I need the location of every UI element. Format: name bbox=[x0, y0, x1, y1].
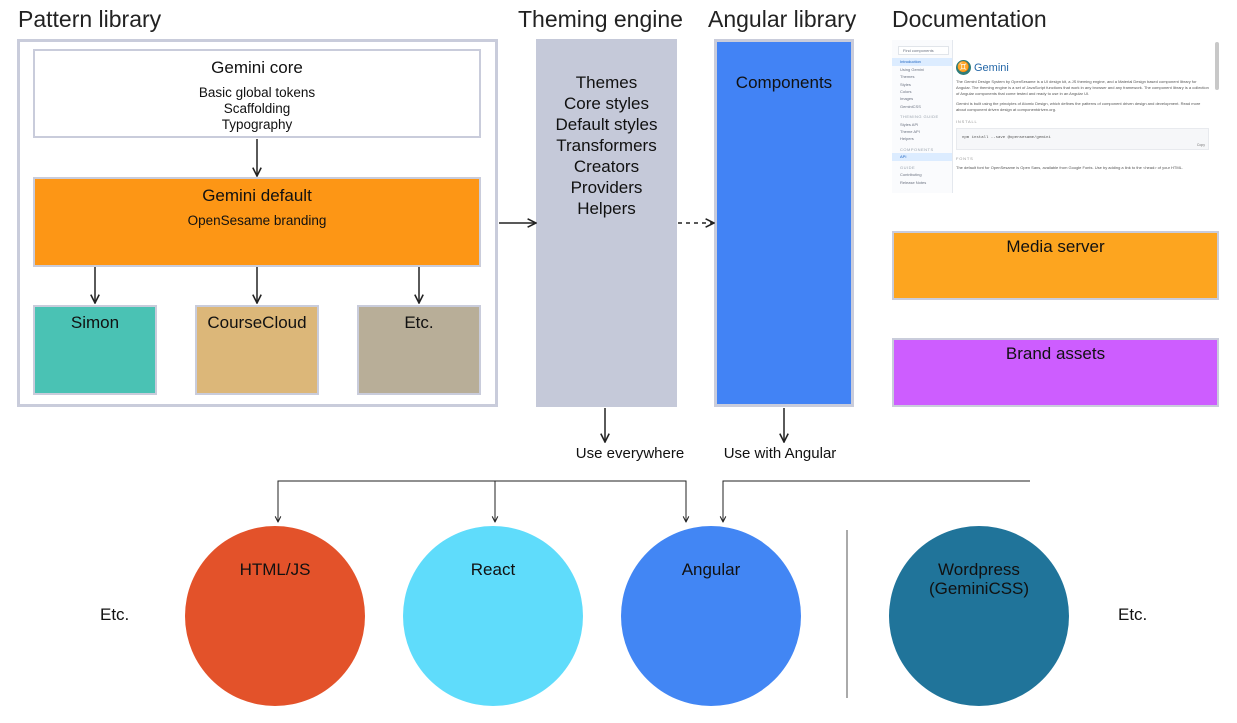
doc-copy-button[interactable]: Copy bbox=[1196, 143, 1205, 147]
connector-use-angular bbox=[722, 480, 1030, 522]
theming-engine-box: Themes Core styles Default styles Transf… bbox=[536, 39, 677, 407]
core-line: Basic global tokens bbox=[198, 85, 316, 100]
etc-right-label: Etc. bbox=[1118, 605, 1148, 624]
doc-nav-item: Colors bbox=[900, 89, 912, 95]
doc-main: ♊ Gemini The Gemini Design System by Ope… bbox=[956, 40, 1209, 193]
doc-paragraph: Gemini is built using the principles of … bbox=[956, 101, 1201, 112]
gemini-default-subtitle: OpenSesame branding bbox=[187, 213, 327, 228]
doc-paragraph: The default font for OpenSesame is Open … bbox=[956, 165, 1184, 170]
doc-code-block: npm install --save @opensesame/gemini Co… bbox=[956, 128, 1209, 150]
doc-nav-item: Contributing bbox=[900, 172, 922, 178]
gemini-core-box: Gemini core Basic global tokens Scaffold… bbox=[33, 49, 481, 138]
doc-title-row: ♊ Gemini bbox=[956, 60, 1209, 75]
core-line: Typography bbox=[221, 117, 293, 132]
doc-fonts-label: FONTS bbox=[956, 156, 974, 161]
doc-section: THEMING GUIDE bbox=[900, 114, 939, 120]
theming-item: Themes bbox=[575, 73, 638, 92]
brand-coursecloud-box: CourseCloud bbox=[195, 305, 319, 395]
doc-section: GUIDE bbox=[900, 164, 916, 170]
media-server-box: Media server bbox=[892, 231, 1219, 300]
documentation-heading: Documentation bbox=[892, 6, 1047, 32]
doc-section: COMPONENTS bbox=[900, 146, 934, 152]
doc-install-label: INSTALL bbox=[956, 119, 978, 124]
doc-scrollbar[interactable] bbox=[1215, 42, 1219, 90]
doc-nav-item: API bbox=[892, 153, 952, 161]
brand-etc-box: Etc. bbox=[357, 305, 481, 395]
doc-nav-item: Introduction bbox=[892, 58, 952, 66]
use-everywhere-label: Use everywhere bbox=[575, 445, 685, 462]
target-angular-circle: Angular bbox=[621, 526, 801, 706]
target-react-circle: React bbox=[403, 526, 583, 706]
theming-item: Transformers bbox=[556, 136, 657, 155]
gemini-core-lines: Basic global tokens Scaffolding Typograp… bbox=[35, 85, 479, 133]
use-with-angular-label: Use with Angular bbox=[723, 445, 837, 462]
documentation-screenshot: Find components Introduction Using Gemin… bbox=[892, 40, 1219, 193]
doc-title: Gemini bbox=[974, 61, 1009, 74]
target-html-js-circle: HTML/JS bbox=[185, 526, 365, 706]
brand-simon-box: Simon bbox=[33, 305, 157, 395]
doc-nav-item: Styles API bbox=[900, 121, 919, 127]
connector-use-everywhere bbox=[277, 480, 687, 522]
gemini-default-title: Gemini default bbox=[202, 186, 312, 205]
doc-nav-item: Theme API bbox=[900, 129, 920, 135]
angular-item-components: Components bbox=[735, 73, 833, 92]
doc-nav-item: Images bbox=[900, 96, 914, 102]
doc-nav-item: Themes bbox=[900, 74, 915, 80]
theming-item: Core styles bbox=[563, 94, 650, 113]
brand-assets-box: Brand assets bbox=[892, 338, 1219, 407]
doc-search: Find components bbox=[898, 46, 949, 56]
pattern-library-frame bbox=[17, 39, 498, 407]
theming-item: Providers bbox=[570, 178, 643, 197]
core-line: Scaffolding bbox=[223, 101, 291, 116]
theming-engine-heading: Theming engine bbox=[518, 6, 683, 32]
gemini-core-title: Gemini core bbox=[211, 58, 303, 77]
doc-nav-item: Using Gemini bbox=[900, 66, 925, 72]
theming-item: Creators bbox=[573, 157, 640, 176]
target-wordpress-circle: Wordpress (GeminiCSS) bbox=[889, 526, 1069, 706]
doc-nav-item: Release Notes bbox=[900, 179, 927, 185]
pattern-library-heading: Pattern library bbox=[18, 6, 162, 32]
doc-paragraph: The Gemini Design System by OpenSesame i… bbox=[956, 79, 1209, 96]
gemini-logo-icon: ♊ bbox=[956, 60, 971, 75]
theming-items: Themes Core styles Default styles Transf… bbox=[536, 72, 677, 219]
doc-nav-item: Styles bbox=[900, 81, 911, 87]
theming-item: Default styles bbox=[555, 115, 658, 134]
doc-nav-item: Helpers bbox=[900, 136, 914, 142]
angular-library-heading: Angular library bbox=[708, 6, 857, 32]
doc-install-command: npm install --save @opensesame/gemini bbox=[962, 136, 1051, 140]
etc-left-label: Etc. bbox=[100, 605, 130, 624]
theming-item: Helpers bbox=[577, 199, 636, 218]
doc-sidebar: Find components Introduction Using Gemin… bbox=[892, 40, 953, 193]
doc-nav-item: GeminiCSS bbox=[900, 103, 921, 109]
angular-library-box: Components bbox=[714, 39, 854, 407]
gemini-default-box: Gemini default OpenSesame branding bbox=[33, 177, 481, 267]
